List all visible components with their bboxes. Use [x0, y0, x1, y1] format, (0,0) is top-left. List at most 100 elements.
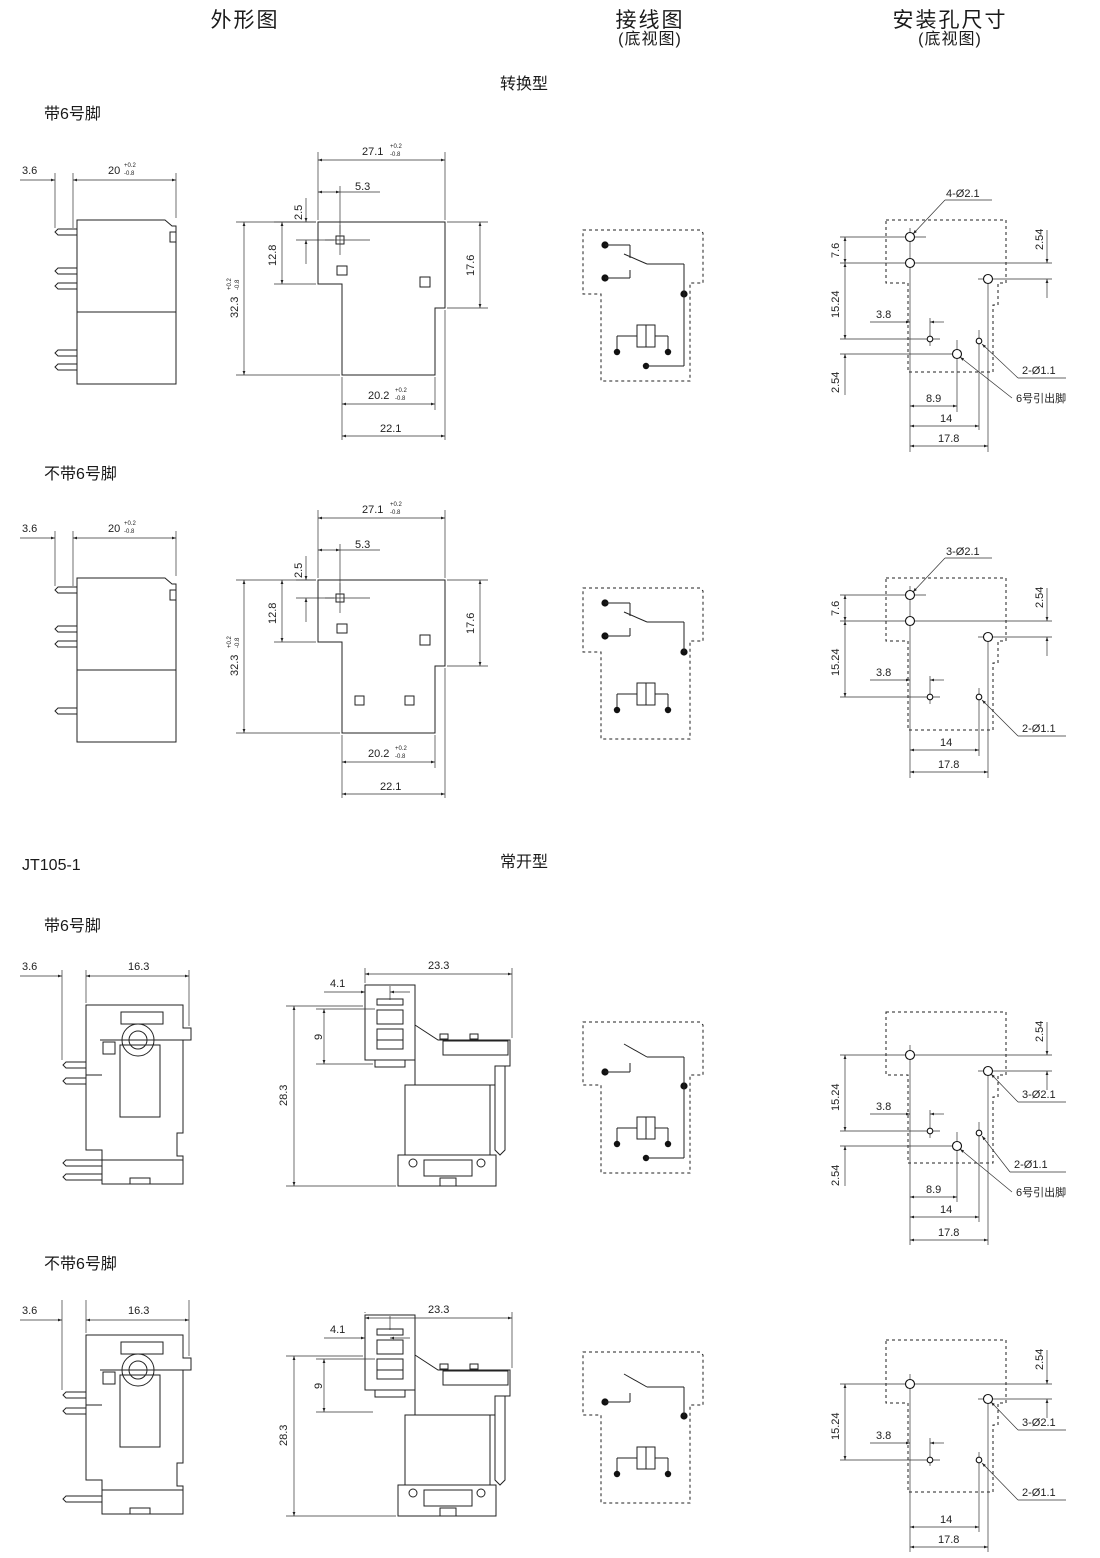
dim-20-tol-up: +0.2 — [124, 163, 137, 169]
normally-open-without-pin6-top-view: 23.3 4.1 9 28.3 — [278, 1304, 513, 1517]
dim-3-6: 3.6 — [22, 523, 37, 535]
changeover-without-pin6-side-view: 3.6 20 +0.2 -0.8 — [20, 521, 177, 743]
dim-32-3: 32.3 — [229, 655, 241, 676]
dim-32-3-tol-dn: -0.8 — [235, 637, 241, 648]
changeover-without-pin6-mounting-holes: 7.6 15.24 2.54 3.8 14 17.8 3-Ø2.1 2-Ø1.1 — [830, 546, 1066, 778]
dim-7-6: 7.6 — [830, 243, 842, 258]
dim-4-1: 4.1 — [330, 978, 345, 990]
normally-open-with-pin6-side-view: 3.6 16.3 — [20, 961, 192, 1185]
header-wiring-title: 接线图 — [615, 9, 685, 32]
header-mounting-title: 安装孔尺寸 — [892, 9, 1008, 32]
dim-28-3: 28.3 — [278, 1425, 290, 1446]
dim-3-8: 3.8 — [876, 309, 891, 321]
model-number: JT105-1 — [22, 857, 81, 874]
dim-23-3: 23.3 — [428, 1304, 449, 1316]
dim-32-3-tol-up: +0.2 — [227, 635, 233, 648]
dim-23-3: 23.3 — [428, 960, 449, 972]
normally-open-with-pin6-top-view: 23.3 4.1 9 28.3 — [278, 960, 513, 1187]
dim-20: 20 — [108, 165, 120, 177]
holes-2-dia-1-1: 2-Ø1.1 — [1014, 1159, 1048, 1171]
dim-2-5: 2.5 — [293, 205, 305, 220]
normally-open-without-pin6-wiring — [582, 1351, 704, 1504]
dim-22-1: 22.1 — [380, 781, 401, 793]
changeover-without-pin6-wiring — [582, 587, 704, 740]
dim-32-3-tol-up: +0.2 — [227, 277, 233, 290]
dim-27-1: 27.1 — [362, 146, 383, 158]
dim-17-8: 17.8 — [938, 1227, 959, 1239]
dim-16-3: 16.3 — [128, 961, 149, 973]
dim-2-54: 2.54 — [1034, 1021, 1046, 1042]
header-outline-title: 外形图 — [210, 9, 280, 32]
dim-3-6: 3.6 — [22, 961, 37, 973]
dim-17-6: 17.6 — [465, 255, 477, 276]
dim-3-8: 3.8 — [876, 667, 891, 679]
header-wiring-subtitle: (底视图) — [618, 31, 682, 49]
dim-17-6: 17.6 — [465, 613, 477, 634]
dim-3-8: 3.8 — [876, 1101, 891, 1113]
dim-20-2: 20.2 — [368, 748, 389, 760]
variant-label-without-pin6: 不带6号脚 — [44, 466, 117, 483]
dim-27-1-tol-dn: -0.8 — [390, 510, 401, 516]
variant-label-without-pin6: 不带6号脚 — [44, 1256, 117, 1273]
holes-3-dia-2-1: 3-Ø2.1 — [1022, 1089, 1056, 1101]
dim-2-54: 2.54 — [1034, 1349, 1046, 1370]
changeover-with-pin6-top-view: 27.1 +0.2 -0.8 5.3 2.5 12.8 17.6 32.3 +0… — [227, 144, 488, 440]
variant-label-with-pin6: 带6号脚 — [44, 106, 101, 123]
dim-20-tol-dn: -0.8 — [124, 529, 135, 535]
dim-9: 9 — [313, 1383, 325, 1389]
dim-14: 14 — [940, 1514, 952, 1526]
dim-5-3: 5.3 — [355, 181, 370, 193]
dim-17-8: 17.8 — [938, 1534, 959, 1546]
dim-32-3-tol-dn: -0.8 — [235, 279, 241, 290]
header-wiring: 接线图 (底视图) — [590, 9, 710, 49]
pin6-note: 6号引出脚 — [1016, 391, 1066, 405]
variant-label-with-pin6: 带6号脚 — [44, 918, 101, 935]
dim-14: 14 — [940, 737, 952, 749]
dim-14: 14 — [940, 413, 952, 425]
pin6-note: 6号引出脚 — [1016, 1185, 1066, 1199]
dim-15-24: 15.24 — [830, 1083, 842, 1111]
dim-12-8: 12.8 — [267, 603, 279, 624]
changeover-without-pin6-top-view: 27.1 +0.2 -0.8 5.3 2.5 12.8 17.6 32.3 +0… — [227, 502, 488, 798]
dim-20-2-tol-up: +0.2 — [395, 746, 408, 752]
dim-20: 20 — [108, 523, 120, 535]
dim-28-3: 28.3 — [278, 1085, 290, 1106]
dim-27-1-tol-up: +0.2 — [390, 144, 403, 150]
dim-8-9: 8.9 — [926, 393, 941, 405]
header-outline: 外形图 — [190, 9, 300, 32]
dim-15-24: 15.24 — [830, 648, 842, 676]
dim-32-3: 32.3 — [229, 297, 241, 318]
dim-17-8: 17.8 — [938, 433, 959, 445]
changeover-with-pin6-wiring — [582, 229, 704, 382]
changeover-with-pin6-side-view: 3.6 20 +0.2 -0.8 — [20, 163, 177, 385]
dim-3-8: 3.8 — [876, 1430, 891, 1442]
dim-20-2-tol-dn: -0.8 — [395, 754, 406, 760]
dim-3-6: 3.6 — [22, 165, 37, 177]
dim-3-6: 3.6 — [22, 1305, 37, 1317]
dim-17-8: 17.8 — [938, 759, 959, 771]
dim-22-1: 22.1 — [380, 423, 401, 435]
normally-open-without-pin6-side-view: 3.6 16.3 — [20, 1300, 192, 1515]
header-mounting: 安装孔尺寸 (底视图) — [880, 9, 1020, 49]
dim-15-24: 15.24 — [830, 290, 842, 318]
dim-20-tol-up: +0.2 — [124, 521, 137, 527]
section-changeover-title: 转换型 — [500, 76, 549, 93]
dim-16-3: 16.3 — [128, 1305, 149, 1317]
dim-2-54: 2.54 — [830, 1165, 842, 1186]
dim-5-3: 5.3 — [355, 539, 370, 551]
dim-9: 9 — [313, 1034, 325, 1040]
dim-8-9: 8.9 — [926, 1184, 941, 1196]
dim-20-tol-dn: -0.8 — [124, 171, 135, 177]
dim-2-54: 2.54 — [830, 372, 842, 393]
dim-2-5: 2.5 — [293, 563, 305, 578]
dim-4-1: 4.1 — [330, 1324, 345, 1336]
dim-2-54: 2.54 — [1034, 587, 1046, 608]
dim-12-8: 12.8 — [267, 245, 279, 266]
normally-open-with-pin6-wiring — [582, 1021, 704, 1174]
normally-open-without-pin6-mounting-holes: 15.24 2.54 3.8 14 17.8 3-Ø2.1 2-Ø1.1 — [830, 1339, 1066, 1552]
dim-2-54: 2.54 — [1034, 229, 1046, 250]
holes-3-dia-2-1: 3-Ø2.1 — [946, 546, 980, 558]
holes-3-dia-2-1: 3-Ø2.1 — [1022, 1417, 1056, 1429]
dim-27-1-tol-dn: -0.8 — [390, 152, 401, 158]
